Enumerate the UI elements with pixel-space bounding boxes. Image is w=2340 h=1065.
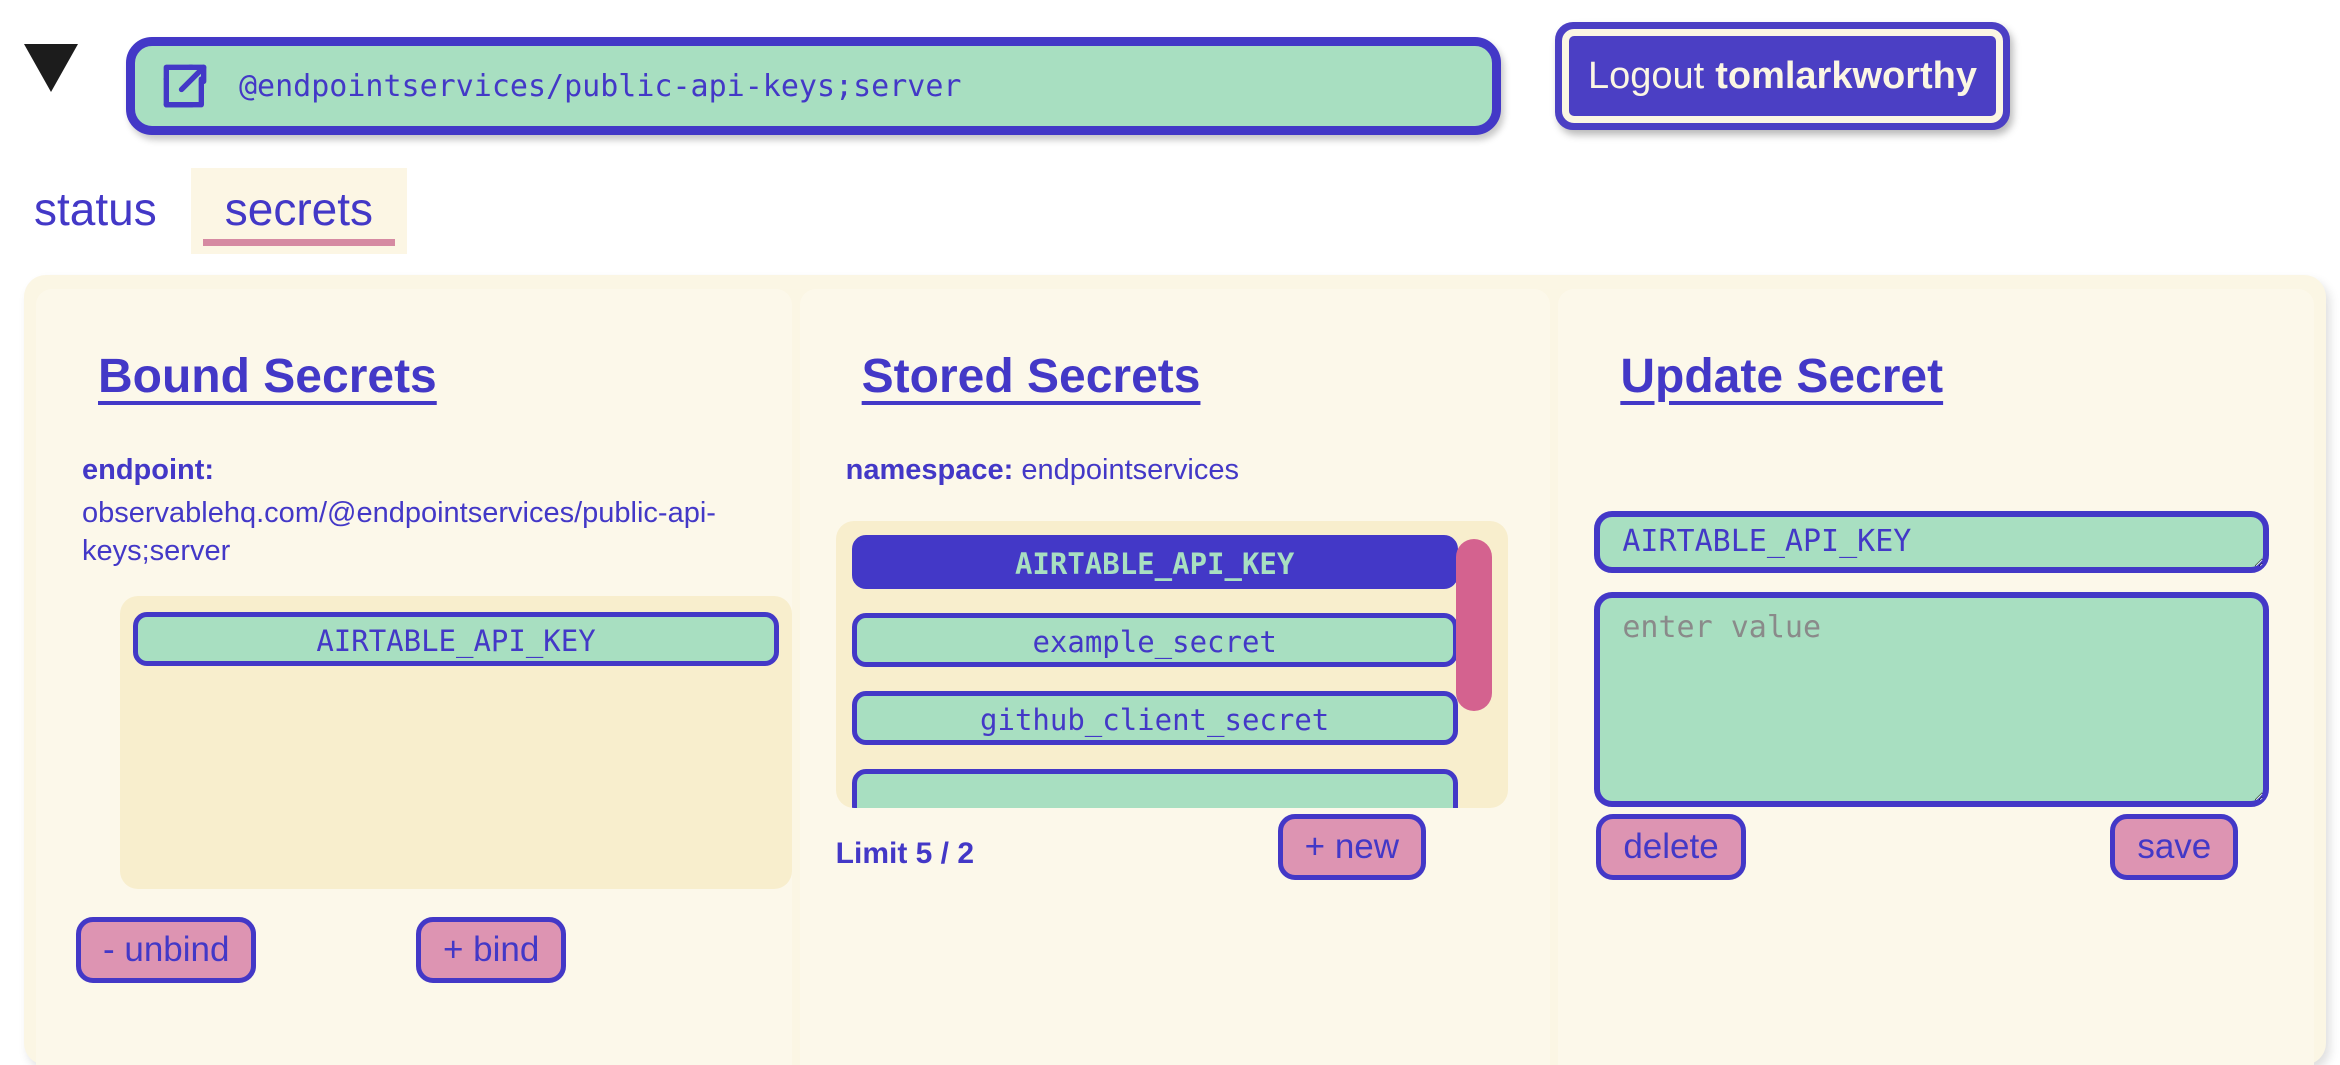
bound-secrets-list[interactable]: AIRTABLE_API_KEY [120, 596, 792, 889]
top-bar: @endpointservices/public-api-keys;server… [0, 0, 2340, 160]
secret-value-input[interactable] [1594, 592, 2270, 807]
bound-endpoint-value: observablehq.com/@endpointservices/publi… [82, 496, 716, 568]
bind-button-label: + bind [443, 930, 540, 969]
panel-stored-secrets: Stored Secrets namespace: endpointservic… [799, 289, 1551, 1065]
stored-secret-item[interactable] [851, 769, 1458, 808]
logout-button-inner: Logout tomlarkworthy [1562, 29, 2003, 123]
stored-list-scrollbar-thumb[interactable] [1455, 539, 1492, 711]
stored-secret-item-selected[interactable]: AIRTABLE_API_KEY [851, 535, 1458, 589]
bind-button[interactable]: + bind [416, 917, 567, 984]
save-secret-button[interactable]: save [2110, 814, 2239, 881]
panel-stored-secrets-title[interactable]: Stored Secrets [861, 350, 1201, 403]
tab-secrets[interactable]: secrets [190, 168, 407, 254]
panel-update-secret: Update Secret delete save [1558, 289, 2314, 1065]
bound-endpoint-label: endpoint: [82, 454, 215, 486]
tab-bar: status secrets [0, 168, 407, 254]
stored-namespace-meta: namespace: endpointservices [846, 451, 1486, 490]
panel-bound-secrets: Bound Secrets endpoint: observablehq.com… [36, 289, 792, 1065]
tab-status[interactable]: status [0, 168, 191, 254]
panels-container: Bound Secrets endpoint: observablehq.com… [24, 275, 2326, 1065]
new-secret-button-label: + new [1304, 827, 1400, 866]
logout-label: Logout [1587, 54, 1705, 97]
delete-secret-button[interactable]: delete [1596, 814, 1746, 881]
panel-bound-secrets-title[interactable]: Bound Secrets [98, 350, 437, 403]
stored-secret-item[interactable]: example_secret [851, 613, 1458, 667]
stored-secrets-list[interactable]: AIRTABLE_API_KEY example_secret github_c… [835, 521, 1508, 808]
save-secret-button-label: save [2137, 827, 2212, 866]
new-secret-button[interactable]: + new [1277, 814, 1427, 881]
panel-update-secret-title[interactable]: Update Secret [1620, 350, 1944, 403]
triangle-down-icon[interactable] [24, 44, 78, 92]
logout-button[interactable]: Logout tomlarkworthy [1555, 22, 2010, 130]
delete-secret-button-label: delete [1623, 827, 1719, 866]
stored-limit-text: Limit 5 / 2 [835, 837, 975, 870]
endpoint-path-text: @endpointservices/public-api-keys;server [239, 68, 962, 104]
bound-endpoint-meta: endpoint: observablehq.com/@endpointserv… [82, 451, 722, 571]
stored-namespace-value: endpointservices [1021, 454, 1240, 486]
secret-name-input[interactable] [1594, 511, 2270, 573]
stored-secret-item[interactable]: github_client_secret [851, 691, 1458, 745]
stored-namespace-label: namespace: [845, 454, 1014, 486]
tab-active-underline [202, 239, 395, 246]
bound-secret-item[interactable]: AIRTABLE_API_KEY [133, 612, 779, 666]
logout-username: tomlarkworthy [1715, 54, 1978, 97]
unbind-button[interactable]: - unbind [76, 917, 257, 984]
endpoint-link-field[interactable]: @endpointservices/public-api-keys;server [126, 37, 1501, 135]
external-link-icon [163, 64, 207, 108]
unbind-button-label: - unbind [103, 930, 230, 969]
tab-secrets-label: secrets [224, 183, 373, 235]
tab-status-label: status [34, 183, 157, 235]
